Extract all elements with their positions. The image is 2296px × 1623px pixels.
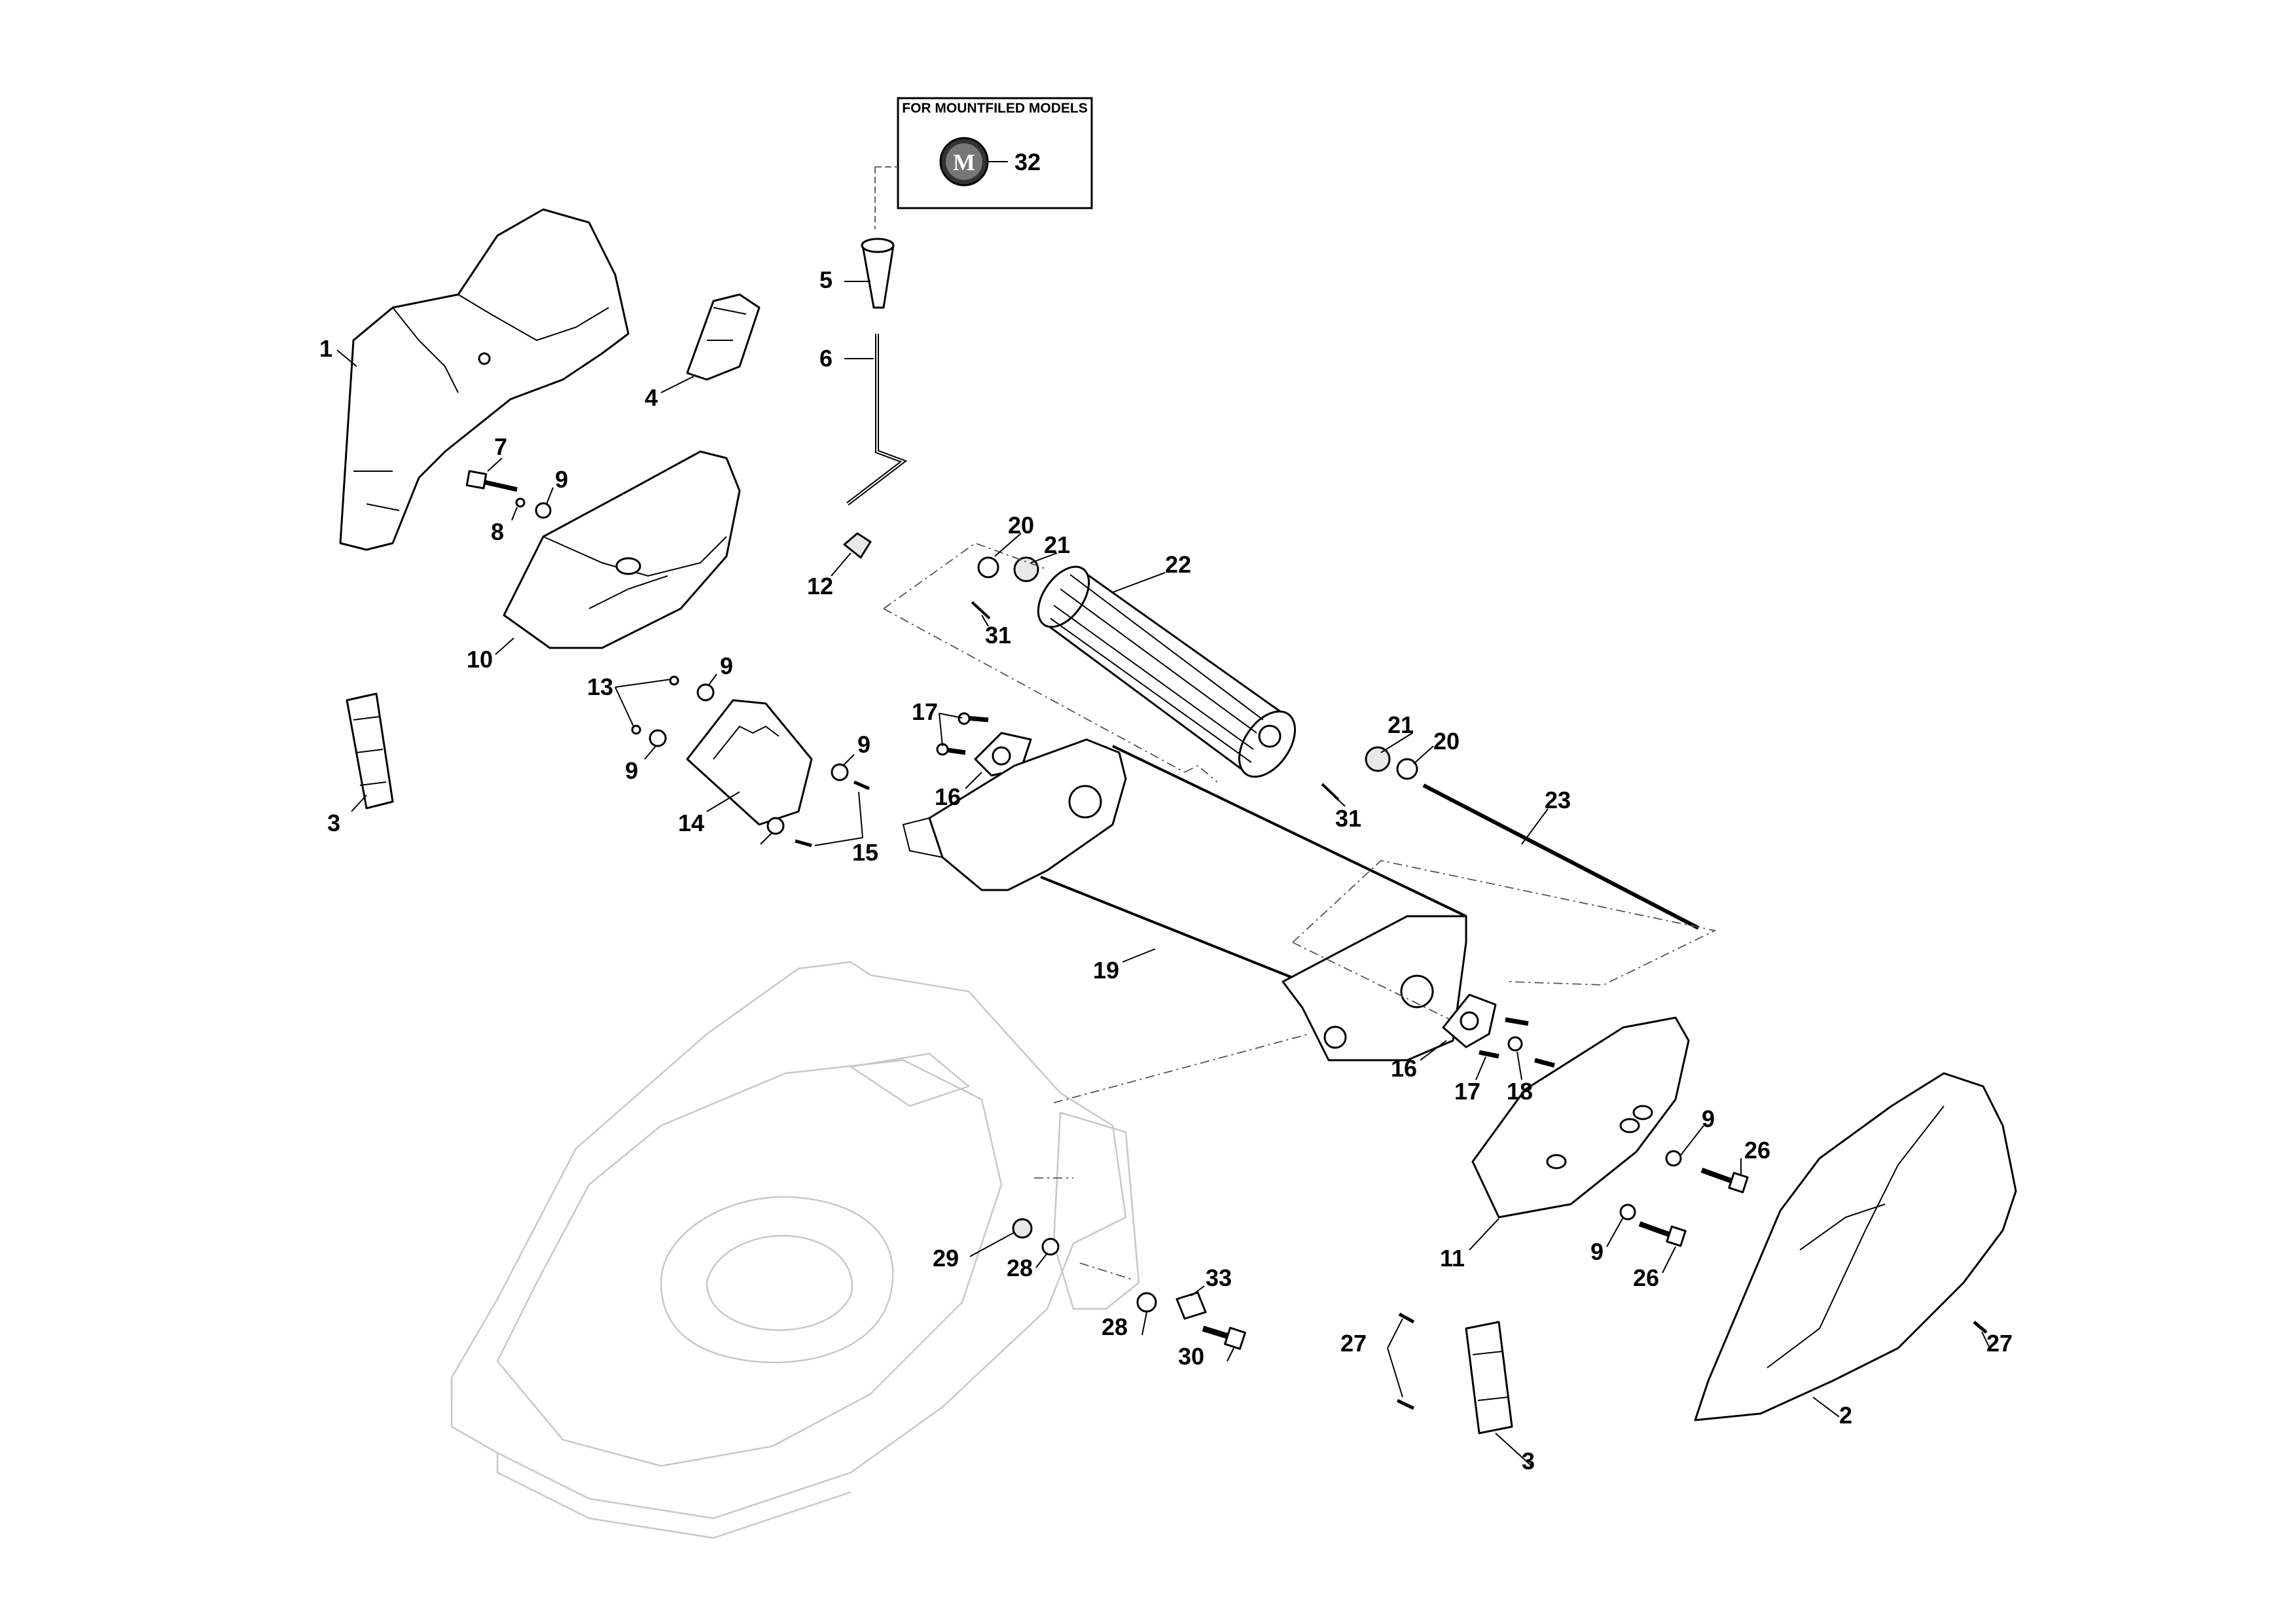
callout-27: 27 [1986,1330,2013,1357]
callout-28: 28 [1102,1313,1128,1340]
part-11-side-plate [1471,1016,1690,1219]
callout-23: 23 [1545,787,1571,813]
callout-21: 21 [1388,711,1414,738]
callout-2: 2 [1839,1402,1852,1429]
part-4-cap [686,293,761,381]
hardware-28-30 [1012,1218,1246,1350]
callout-17: 17 [1454,1078,1480,1105]
callout-15: 15 [852,839,878,866]
callout-33: 33 [1206,1264,1232,1291]
hardware-26 [1619,1150,1749,1247]
callout-22: 22 [1165,551,1191,578]
part-10-side-housing [503,450,741,649]
callout-5: 5 [819,266,833,293]
callouts: 32 5 6 1 4 7 9 8 12 20 21 22 31 10 13 9 … [319,149,2013,1474]
callout-14: 14 [678,810,704,836]
callout-9: 9 [1702,1105,1715,1132]
part-3-skid-right [1465,1321,1513,1435]
callout-3: 3 [1522,1448,1535,1474]
emblem-letter: M [953,149,975,175]
callout-12: 12 [807,573,833,599]
part-22-roller [1037,565,1297,778]
callout-9: 9 [1590,1238,1604,1265]
part-3-skid-left [346,692,394,810]
part-2-rear-cover-right [1694,1072,2017,1421]
part-5-knob [861,238,895,309]
box-title: FOR MOUNTFILED MODELS [902,101,1087,116]
callout-20: 20 [1433,728,1460,755]
callout-9: 9 [720,652,733,679]
callout-21: 21 [1044,531,1070,558]
callout-31: 31 [985,622,1011,649]
callout-32: 32 [1014,149,1041,175]
mountfield-box: FOR MOUNTFILED MODELS M [874,97,1093,229]
callout-27: 27 [1340,1330,1367,1357]
callout-9: 9 [555,466,568,493]
callout-16: 16 [1391,1055,1417,1082]
callout-26: 26 [1633,1264,1659,1291]
callout-29: 29 [933,1245,959,1272]
callout-9: 9 [625,757,638,784]
callout-26: 26 [1744,1137,1770,1164]
callout-17: 17 [912,698,938,725]
roller-hardware-lower [1321,746,1418,801]
callout-10: 10 [467,646,493,673]
part-16-gasket-right [1442,993,1497,1048]
callout-3: 3 [327,810,340,836]
callout-7: 7 [494,433,507,460]
part-7-bolt [465,470,518,492]
callout-13: 13 [587,673,613,700]
callout-16: 16 [935,783,961,810]
part-9-washer [535,502,552,519]
part-23-axle [1422,783,1700,930]
callout-19: 19 [1093,957,1119,984]
part-8-washer [515,497,526,508]
part-14-bracket [686,699,813,826]
roller-hardware-upper [971,556,1039,620]
part-12-clip [843,532,872,559]
callout-30: 30 [1178,1343,1204,1370]
callout-8: 8 [491,518,504,545]
part-19-roller-frame [902,738,1467,1061]
callout-18: 18 [1507,1078,1533,1105]
part-6-rod [846,334,908,506]
callout-9: 9 [857,731,870,758]
callout-28: 28 [1007,1255,1033,1281]
callout-11: 11 [1440,1245,1465,1272]
mower-deck [450,961,1140,1539]
assembly-guides [883,542,1717,1280]
callout-31: 31 [1335,805,1361,832]
m-emblem-icon: M [939,137,989,187]
hardware-small [631,675,989,847]
callout-4: 4 [645,384,658,411]
leader-lines [336,281,1990,1467]
screws-27 [1396,1312,1988,1410]
callout-6: 6 [819,345,833,372]
part-1-rear-cover-left [339,208,630,551]
callout-1: 1 [319,335,332,362]
hardware-right [1479,1017,1555,1068]
callout-20: 20 [1008,512,1034,539]
